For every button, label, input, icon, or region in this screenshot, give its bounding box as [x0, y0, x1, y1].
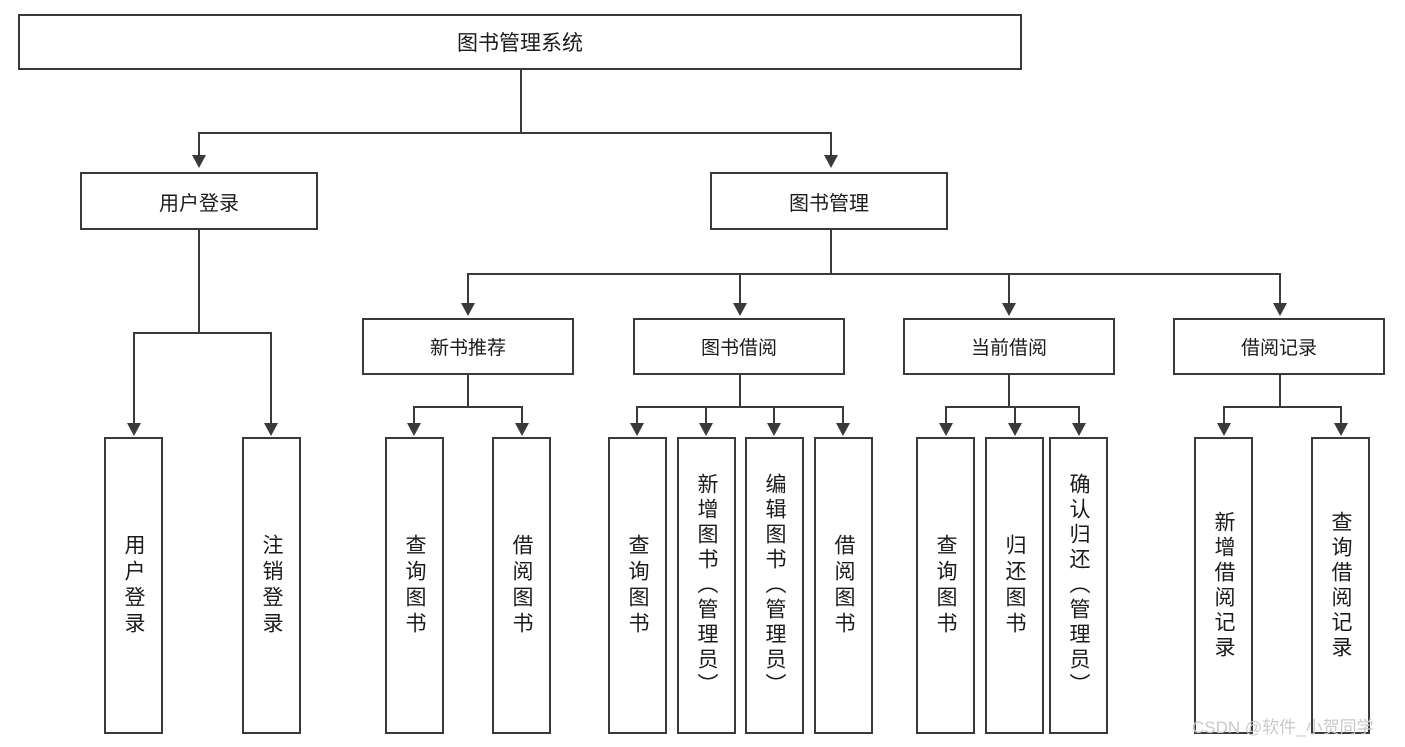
arrow-to-leaf-borrow-book-1 — [515, 423, 529, 436]
leaf-label: 查询图书 — [934, 533, 957, 638]
leaf-query-book-borrow[interactable]: 查询图书 — [608, 437, 667, 734]
leaf-label: 用户登录 — [122, 533, 145, 638]
leaf-label: 新增借阅记录 — [1212, 510, 1235, 661]
arrow-to-leaf-query-book-1 — [407, 423, 421, 436]
connector-root-bus — [198, 132, 832, 134]
connector-userlogin-drop-1 — [133, 332, 135, 424]
node-book-management[interactable]: 图书管理 — [710, 172, 948, 230]
connector-userlogin-stem — [198, 230, 200, 333]
leaf-label: 注销登录 — [260, 533, 283, 638]
connector-root-stem — [520, 70, 522, 133]
arrow-to-leaf-query-book-3 — [939, 423, 953, 436]
connector-currentborrow-drop-3 — [1078, 406, 1080, 424]
connector-newbook-stem — [467, 375, 469, 407]
leaf-return-book[interactable]: 归还图书 — [985, 437, 1044, 734]
connector-bookmgmt-drop-2 — [739, 273, 741, 305]
leaf-label: 查询借阅记录 — [1329, 510, 1352, 661]
node-label: 图书管理系统 — [457, 32, 583, 55]
connector-bookborrow-drop-1 — [636, 406, 638, 424]
leaf-label: 新增图书（管理员） — [695, 473, 718, 698]
arrow-to-leaf-edit-book — [767, 423, 781, 436]
leaf-label: 归还图书 — [1003, 533, 1026, 638]
arrow-to-leaf-add-record — [1217, 423, 1231, 436]
connector-bookmgmt-drop-3 — [1008, 273, 1010, 305]
connector-bookmgmt-drop-1 — [467, 273, 469, 305]
connector-borrowrecord-drop-1 — [1223, 406, 1225, 424]
connector-userlogin-drop-2 — [270, 332, 272, 424]
leaf-borrow-book[interactable]: 借阅图书 — [814, 437, 873, 734]
connector-borrowrecord-stem — [1279, 375, 1281, 407]
connector-userlogin-bus — [133, 332, 271, 334]
arrow-to-leaf-borrow-book-2 — [836, 423, 850, 436]
connector-bookmgmt-bus — [467, 273, 1281, 275]
leaf-query-borrow-record[interactable]: 查询借阅记录 — [1311, 437, 1370, 734]
connector-newbook-drop-1 — [413, 406, 415, 424]
arrow-to-leaf-query-book-2 — [630, 423, 644, 436]
connector-currentborrow-drop-2 — [1014, 406, 1016, 424]
connector-borrowrecord-drop-2 — [1340, 406, 1342, 424]
leaf-label: 查询图书 — [626, 533, 649, 638]
connector-newbook-bus — [413, 406, 523, 408]
arrow-to-user-login — [192, 155, 206, 168]
arrow-to-leaf-return-book — [1008, 423, 1022, 436]
leaf-label: 借阅图书 — [510, 533, 533, 638]
connector-bookborrow-drop-2 — [705, 406, 707, 424]
connector-bookborrow-bus — [636, 406, 844, 408]
node-label: 图书借阅 — [700, 338, 777, 359]
arrow-to-leaf-add-book — [699, 423, 713, 436]
leaf-label: 借阅图书 — [832, 533, 855, 638]
leaf-user-login[interactable]: 用户登录 — [104, 437, 163, 734]
node-root-system[interactable]: 图书管理系统 — [18, 14, 1022, 70]
arrow-to-leaf-logout — [264, 423, 278, 436]
connector-currentborrow-bus — [945, 406, 1080, 408]
node-user-login[interactable]: 用户登录 — [80, 172, 318, 230]
connector-bookmgmt-drop-4 — [1279, 273, 1281, 305]
node-label: 当前借阅 — [970, 338, 1047, 359]
connector-borrowrecord-bus — [1223, 406, 1342, 408]
watermark-text: CSDN @软件_小贺同学 — [1192, 718, 1374, 737]
connector-root-drop-left — [198, 132, 200, 157]
arrow-to-current-borrow — [1002, 303, 1016, 316]
node-label: 借阅记录 — [1240, 338, 1317, 359]
arrow-to-borrow-record — [1273, 303, 1287, 316]
arrow-to-book-borrow — [733, 303, 747, 316]
node-borrow-record[interactable]: 借阅记录 — [1173, 318, 1385, 375]
watermark: CSDN @软件_小贺同学 — [1192, 713, 1374, 738]
arrow-to-leaf-user-login — [127, 423, 141, 436]
connector-currentborrow-drop-1 — [945, 406, 947, 424]
connector-bookborrow-drop-3 — [773, 406, 775, 424]
connector-bookborrow-drop-4 — [842, 406, 844, 424]
leaf-query-book-recommend[interactable]: 查询图书 — [385, 437, 444, 734]
node-label: 用户登录 — [159, 192, 239, 215]
connector-newbook-drop-2 — [521, 406, 523, 424]
node-book-borrow[interactable]: 图书借阅 — [633, 318, 845, 375]
node-label: 新书推荐 — [429, 338, 506, 359]
leaf-borrow-book-recommend[interactable]: 借阅图书 — [492, 437, 551, 734]
arrow-to-book-manage — [824, 155, 838, 168]
arrow-to-leaf-query-record — [1334, 423, 1348, 436]
node-current-borrow[interactable]: 当前借阅 — [903, 318, 1115, 375]
connector-currentborrow-stem — [1008, 375, 1010, 407]
leaf-query-book-current[interactable]: 查询图书 — [916, 437, 975, 734]
connector-root-drop-right — [830, 132, 832, 157]
leaf-label: 编辑图书（管理员） — [763, 473, 786, 698]
leaf-logout[interactable]: 注销登录 — [242, 437, 301, 734]
leaf-add-book-admin[interactable]: 新增图书（管理员） — [677, 437, 736, 734]
node-label: 图书管理 — [789, 192, 869, 215]
leaf-label: 确认归还（管理员） — [1067, 473, 1090, 698]
connector-bookmgmt-stem — [830, 230, 832, 275]
leaf-edit-book-admin[interactable]: 编辑图书（管理员） — [745, 437, 804, 734]
leaf-label: 查询图书 — [403, 533, 426, 638]
leaf-confirm-return-admin[interactable]: 确认归还（管理员） — [1049, 437, 1108, 734]
leaf-add-borrow-record[interactable]: 新增借阅记录 — [1194, 437, 1253, 734]
connector-bookborrow-stem — [739, 375, 741, 407]
arrow-to-leaf-confirm-return — [1072, 423, 1086, 436]
node-new-book-recommend[interactable]: 新书推荐 — [362, 318, 574, 375]
arrow-to-new-book — [461, 303, 475, 316]
